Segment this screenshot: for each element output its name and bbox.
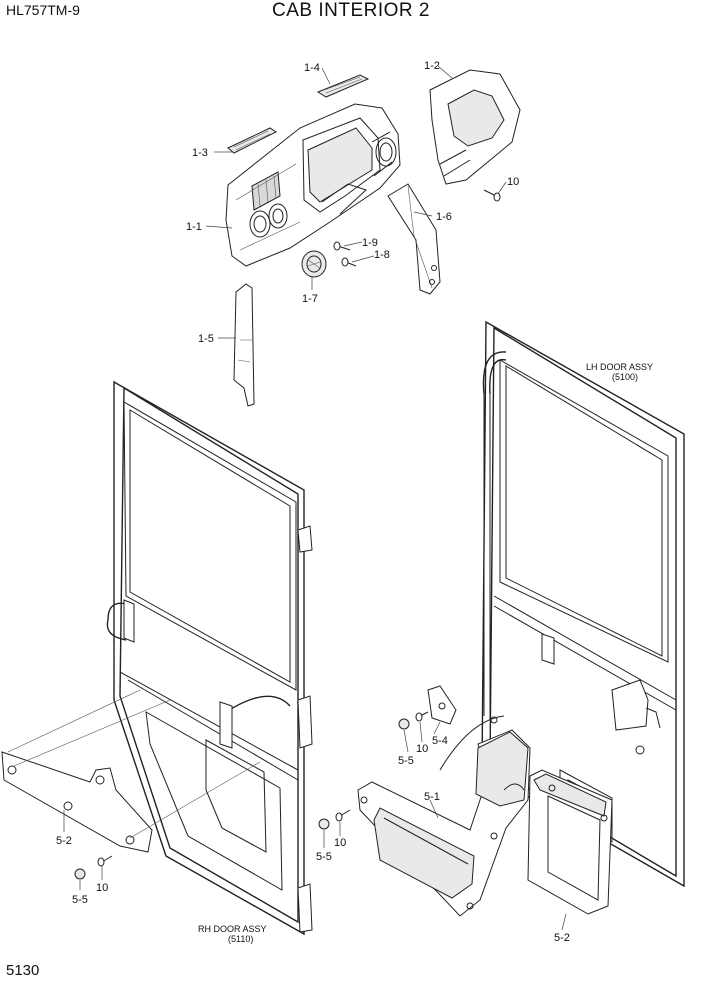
- part-1-8-screw: [341, 257, 357, 267]
- part-1-3-vent: [227, 127, 277, 154]
- part-10-screw-left: [97, 855, 113, 867]
- callout-5-1: 5-1: [424, 791, 440, 803]
- callout-10-mid: 10: [416, 743, 428, 755]
- callout-1-2: 1-2: [424, 60, 440, 72]
- part-1-5-pillar-trim: [233, 283, 255, 407]
- callout-5-5-box: 5-5: [316, 851, 332, 863]
- page-title: CAB INTERIOR 2: [272, 0, 430, 21]
- callout-5-5-mid: 5-5: [398, 755, 414, 767]
- callout-1-4: 1-4: [304, 62, 320, 74]
- part-1-6-bracket: [387, 183, 441, 295]
- callout-10-left: 10: [96, 882, 108, 894]
- part-1-1-dashboard: [225, 103, 401, 267]
- part-5-5-cap-left: [74, 868, 86, 880]
- part-5-4-clip: [427, 685, 457, 725]
- part-5-2-tray-right: [527, 769, 613, 915]
- callout-1-7: 1-7: [302, 293, 318, 305]
- part-1-2-cover: [429, 69, 521, 185]
- callout-10-top: 10: [507, 176, 519, 188]
- part-1-9-screw: [333, 241, 351, 251]
- part-10-screw-top: [483, 189, 501, 202]
- part-10-screw-mid: [415, 711, 429, 722]
- callout-1-5: 1-5: [198, 333, 214, 345]
- leader-lines: [63, 65, 567, 931]
- page-number: 5130: [6, 962, 40, 979]
- lh-door-assy-ref: (5100): [612, 372, 638, 382]
- rh-door-assy: [106, 380, 313, 936]
- callout-5-2-left: 5-2: [56, 835, 72, 847]
- part-5-5-cap-mid: [398, 718, 410, 730]
- part-1-7-round-vent: [301, 250, 327, 278]
- part-5-1-storage-box: [357, 715, 531, 917]
- part-5-2-rail-left: [1, 751, 153, 853]
- callout-1-9: 1-9: [362, 237, 378, 249]
- callout-5-5-left: 5-5: [72, 894, 88, 906]
- callout-1-3: 1-3: [192, 147, 208, 159]
- rh-door-assy-label: RH DOOR ASSY: [198, 924, 267, 934]
- callout-5-2-right: 5-2: [554, 932, 570, 944]
- part-5-5-cap-box: [318, 818, 330, 830]
- part-1-4-vent: [316, 74, 370, 98]
- callout-10-box: 10: [334, 837, 346, 849]
- model-code: HL757TM-9: [6, 2, 80, 18]
- rh-door-assy-ref: (5110): [228, 934, 253, 944]
- callout-5-4: 5-4: [432, 735, 448, 747]
- lh-door-assy-label: LH DOOR ASSY: [586, 362, 653, 372]
- part-10-screw-box: [335, 809, 351, 822]
- callout-1-6: 1-6: [436, 211, 452, 223]
- callout-1-8: 1-8: [374, 249, 390, 261]
- callout-1-1: 1-1: [186, 221, 202, 233]
